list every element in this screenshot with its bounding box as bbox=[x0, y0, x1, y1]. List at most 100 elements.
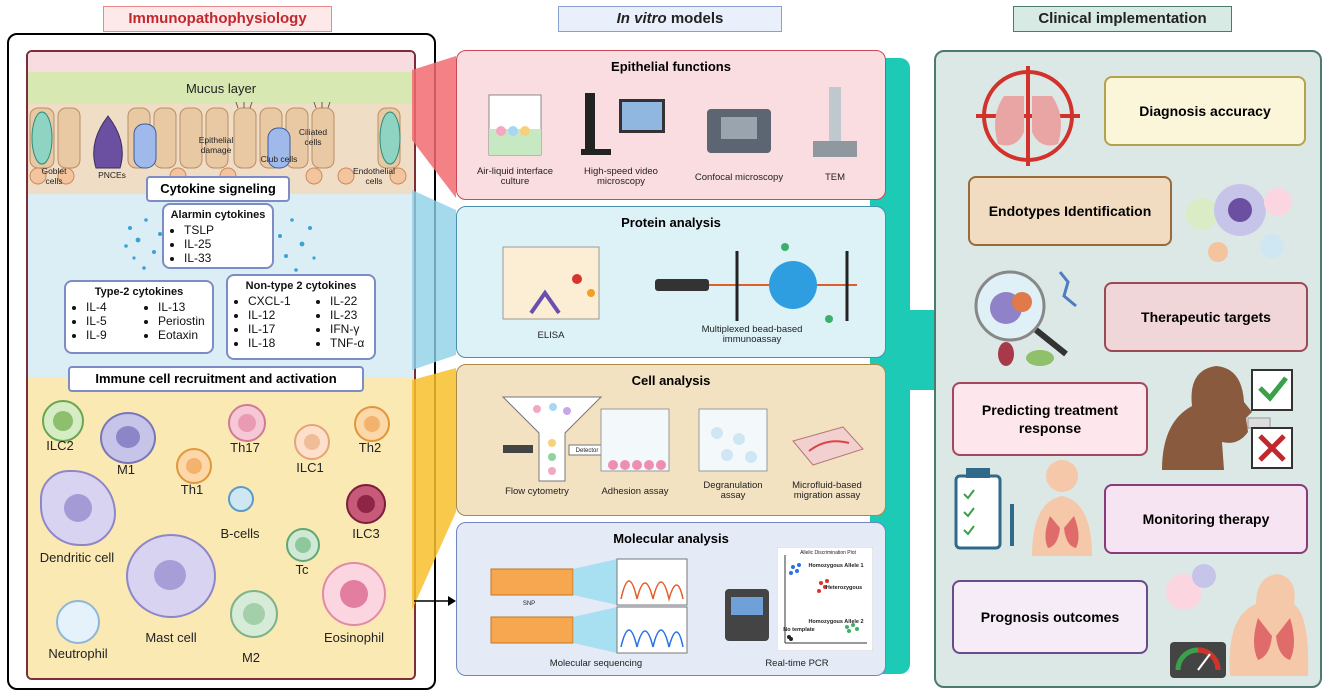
pcr-machine-icon bbox=[725, 589, 769, 641]
header-in-vitro-rest: models bbox=[666, 10, 724, 27]
alarmin-item: IL-25 bbox=[184, 237, 272, 251]
panel-epithelial-functions: Epithelial functions Air-liquid interfac… bbox=[456, 50, 886, 200]
alarmin-list: TSLP IL-25 IL-33 bbox=[164, 223, 272, 265]
ciliated-cells bbox=[235, 102, 331, 109]
elisa-icon bbox=[502, 246, 600, 320]
label-mast-cell: Mast cell bbox=[145, 630, 197, 645]
label-neutrophil: Neutrophil bbox=[48, 646, 108, 661]
non-type2-col2: IL-22 IL-23 IFN-γ TNF-α bbox=[310, 294, 364, 350]
clinical-diagnosis-accuracy: Diagnosis accuracy bbox=[1104, 76, 1306, 146]
epithelium-illustration bbox=[29, 102, 407, 185]
label-eosinophil: Eosinophil bbox=[324, 630, 384, 645]
type2-col1: IL-4 IL-5 IL-9 bbox=[66, 300, 138, 342]
sequencing-icon bbox=[490, 558, 688, 654]
type2-item: IL-13 bbox=[158, 300, 205, 314]
non-type2-item: IL-17 bbox=[248, 322, 310, 336]
alarmin-item: IL-33 bbox=[184, 251, 272, 265]
b-cell bbox=[228, 486, 254, 512]
label-confocal: Confocal microscopy bbox=[694, 172, 784, 183]
label-th1: Th1 bbox=[180, 482, 204, 497]
label-th17: Th17 bbox=[230, 440, 260, 455]
m1-cell bbox=[100, 412, 156, 464]
wedge-protein bbox=[412, 190, 456, 370]
th17-cell bbox=[228, 404, 266, 442]
panel-molecular-analysis: Molecular analysis SNP Allelic Discrimin… bbox=[456, 522, 886, 676]
label-tc: Tc bbox=[295, 562, 309, 577]
connector-wedges bbox=[412, 56, 456, 610]
degranulation-assay-icon bbox=[698, 408, 768, 472]
alarmin-cytokines-box: Alarmin cytokines TSLP IL-25 IL-33 bbox=[162, 203, 274, 269]
cytokine-signaling-badge: Cytokine signeling bbox=[146, 176, 290, 202]
tc-cell bbox=[286, 528, 320, 562]
patient-inhaler-icon bbox=[1162, 366, 1293, 470]
clinical-monitoring-therapy: Monitoring therapy bbox=[1104, 484, 1308, 554]
type2-item: IL-9 bbox=[86, 328, 138, 342]
wedge-epithelial bbox=[412, 56, 456, 198]
th2-cell bbox=[354, 406, 390, 442]
non-type2-title: Non-type 2 cytokines bbox=[245, 280, 357, 292]
label-m2: M2 bbox=[241, 650, 261, 665]
label-elisa: ELISA bbox=[537, 330, 565, 341]
non-type2-item: IL-12 bbox=[248, 308, 310, 322]
magnifier-targets-icon bbox=[974, 270, 1077, 366]
club-cells bbox=[133, 123, 291, 169]
label-club-cells: Club cells bbox=[260, 154, 298, 164]
label-air-liquid: Air-liquid interface culture bbox=[476, 166, 554, 187]
label-ilc1: ILC1 bbox=[296, 460, 324, 475]
label-goblet-cells: Goblet cells bbox=[41, 166, 67, 186]
epithelial-title: Epithelial functions bbox=[611, 59, 731, 74]
type2-item: Eotaxin bbox=[158, 328, 205, 342]
dendritic-cell bbox=[40, 470, 116, 546]
ilc1-cell bbox=[294, 424, 330, 460]
ilc3-cell bbox=[346, 484, 386, 524]
target-lungs-icon bbox=[976, 66, 1080, 166]
mucus-layer-label: Mucus layer bbox=[185, 81, 257, 96]
label-plot-title: Allelic Discrimination Plot bbox=[800, 550, 856, 556]
clinical-endotypes-identification: Endotypes Identification bbox=[968, 176, 1172, 246]
label-pnces: PNCEs bbox=[98, 170, 126, 180]
label-m1: M1 bbox=[116, 462, 136, 477]
label-bead-immunoassay: Multiplexed bead-based immunoassay bbox=[701, 324, 803, 345]
alarmin-title: Alarmin cytokines bbox=[170, 209, 266, 221]
non-type2-item: IL-23 bbox=[330, 308, 364, 322]
label-microfluid-migration: Microfluid-based migration assay bbox=[792, 480, 862, 501]
label-degranulation-assay: Degranulation assay bbox=[703, 480, 763, 501]
flow-cytometry-icon bbox=[501, 396, 606, 482]
mucus-layer bbox=[28, 72, 414, 104]
header-immunopathophysiology: Immunopathophysiology bbox=[103, 6, 332, 32]
adhesion-assay-icon bbox=[600, 408, 670, 472]
label-dendritic-cell: Dendritic cell bbox=[39, 550, 115, 565]
recruitment-badge: Immune cell recruitment and activation bbox=[68, 366, 364, 392]
protein-title: Protein analysis bbox=[621, 215, 721, 230]
type2-item: IL-5 bbox=[86, 314, 138, 328]
clinical-predicting-treatment-response: Predicting treatment response bbox=[952, 382, 1148, 456]
label-real-time-pcr: Real-time PCR bbox=[765, 658, 829, 669]
non-type2-cytokines-box: Non-type 2 cytokines CXCL-1 IL-12 IL-17 … bbox=[226, 274, 376, 360]
endotype-cells-icon bbox=[1186, 184, 1292, 262]
goblet-cells bbox=[31, 111, 401, 165]
label-flow-cytometry: Flow cytometry bbox=[505, 486, 569, 497]
header-clinical-implementation: Clinical implementation bbox=[1013, 6, 1232, 32]
tem-icon bbox=[813, 87, 857, 157]
alarmin-item: TSLP bbox=[184, 223, 272, 237]
allelic-plot bbox=[777, 547, 873, 651]
air-liquid-icon bbox=[488, 94, 542, 156]
clinical-prognosis-outcomes: Prognosis outcomes bbox=[952, 580, 1148, 654]
label-endothelial-cells: Endothelial cells bbox=[352, 166, 396, 186]
non-type2-item: TNF-α bbox=[330, 336, 364, 350]
mast-cell bbox=[126, 534, 216, 618]
pncec-cells bbox=[93, 115, 123, 169]
th1-cell bbox=[176, 448, 212, 484]
label-th2: Th2 bbox=[358, 440, 382, 455]
checklist-patient-icon bbox=[954, 460, 1092, 556]
clinical-therapeutic-targets: Therapeutic targets bbox=[1104, 282, 1308, 352]
label-heterozygous: Heterozygous bbox=[825, 585, 863, 591]
label-no-template: No template bbox=[783, 627, 815, 633]
video-microscopy-icon bbox=[581, 93, 665, 155]
non-type2-item: CXCL-1 bbox=[248, 294, 310, 308]
label-tem: TEM bbox=[824, 172, 846, 183]
type2-cytokines-box: Type-2 cytokines IL-4 IL-5 IL-9 IL-13 Pe… bbox=[64, 280, 214, 354]
label-video-microscopy: High-speed video microscopy bbox=[584, 166, 658, 187]
non-type2-col1: CXCL-1 IL-12 IL-17 IL-18 bbox=[228, 294, 310, 350]
prognosis-icon bbox=[1166, 564, 1309, 678]
